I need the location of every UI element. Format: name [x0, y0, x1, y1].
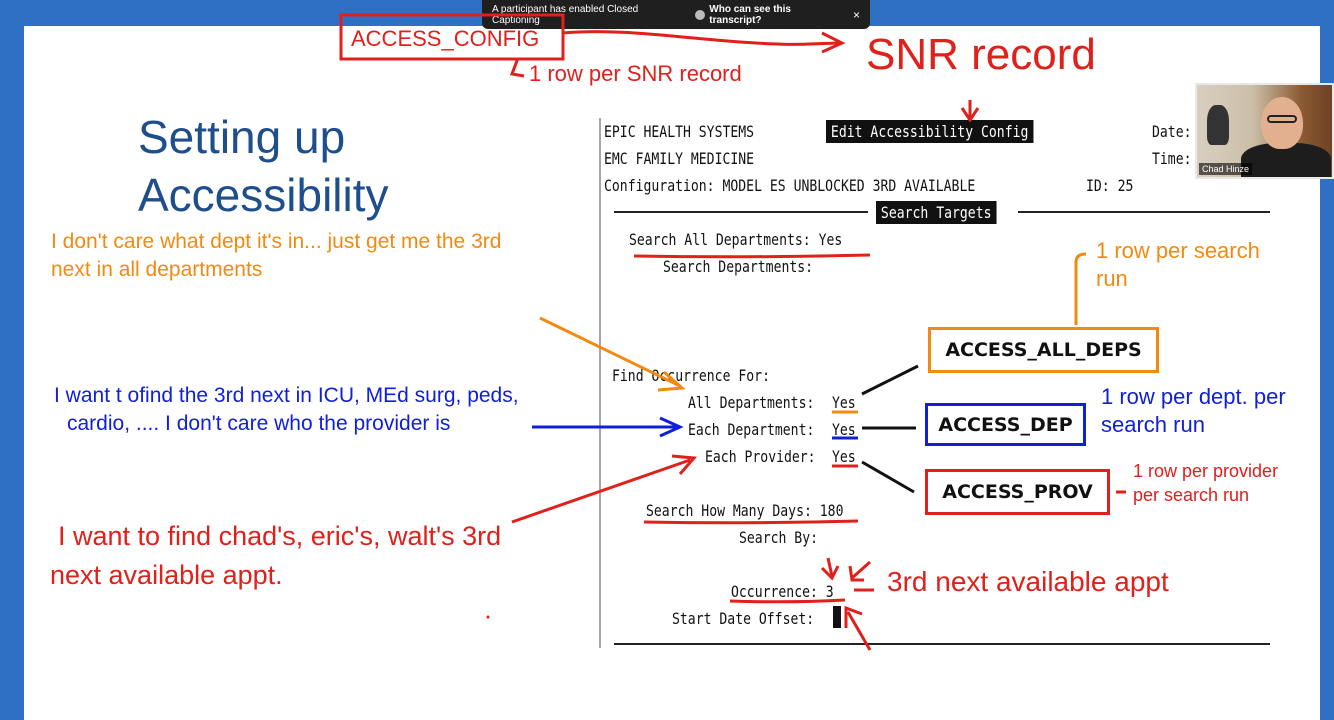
- occurrence-underline: [729, 598, 846, 604]
- terminal-each-prov-value[interactable]: Yes: [832, 447, 856, 466]
- edit-config-arrow: [960, 100, 980, 123]
- close-icon[interactable]: ×: [852, 7, 860, 22]
- terminal-section-title: Search Targets: [876, 201, 997, 224]
- caption-message: A participant has enabled Closed Caption…: [492, 3, 639, 26]
- participant-video[interactable]: Chad Hinze: [1195, 83, 1334, 179]
- red-arrow-head: [671, 454, 698, 475]
- icu-note-line1: I want t ofind the 3rd next in ICU, MEd …: [54, 384, 519, 407]
- slide-title-line2: Accessibility: [138, 169, 389, 221]
- transcript-visibility-link[interactable]: Who can see this transcript?: [695, 4, 845, 26]
- orange-bracket: [1074, 252, 1087, 325]
- occurrence-arrow-1: [820, 557, 840, 581]
- transcript-visibility-label: Who can see this transcript?: [709, 3, 791, 26]
- one-row-dept-line1: 1 row per dept. per: [1101, 384, 1286, 409]
- snr-arrow-line: [562, 30, 841, 46]
- slide-title-line1: Setting up: [138, 111, 346, 163]
- participant-name: Chad Hinze: [1199, 163, 1253, 175]
- one-row-dept-line2: search run: [1101, 412, 1205, 437]
- third-next-note: 3rd next available appt: [887, 566, 1169, 597]
- snr-arrow-head: [821, 31, 846, 54]
- terminal-company: EPIC HEALTH SYSTEMS: [604, 122, 755, 141]
- terminal-search-all-deps[interactable]: Search All Departments: Yes: [629, 230, 843, 249]
- access-dep-box: ACCESS_DEP: [925, 403, 1086, 446]
- participant-glasses: [1267, 115, 1297, 123]
- search-days-underline: [643, 519, 859, 525]
- terminal-each-dept-label: Each Department:: [688, 420, 815, 439]
- terminal-all-deps-value[interactable]: Yes: [832, 393, 856, 412]
- slide-title: Setting up Accessibility: [138, 108, 389, 224]
- connector-prov: [861, 460, 915, 494]
- chad-note-line2: next available appt.: [50, 560, 283, 590]
- terminal-search-deps[interactable]: Search Departments:: [663, 257, 814, 276]
- dept-note-line2: next in all departments: [51, 258, 263, 281]
- person-icon: [695, 9, 706, 20]
- one-row-prov-line1: 1 row per provider: [1133, 461, 1279, 481]
- terminal-header-title: Edit Accessibility Config: [826, 120, 1034, 143]
- one-row-search-line1: 1 row per search: [1096, 238, 1260, 263]
- access-config-box: [339, 13, 565, 61]
- participant-head: [1261, 97, 1303, 149]
- one-row-snr-note: 1 row per SNR record: [529, 61, 742, 86]
- access-config-label: ACCESS_CONFIG: [351, 26, 540, 51]
- snr-bracket: [509, 57, 525, 78]
- search-all-underline: [633, 253, 871, 259]
- terminal-config-line: Configuration: MODEL ES UNBLOCKED 3RD AV…: [604, 176, 976, 195]
- dept-note-line1: I don't care what dept it's in... just g…: [51, 230, 502, 253]
- terminal-date-label: Date:: [1152, 122, 1192, 141]
- terminal-each-prov-label: Each Provider:: [705, 447, 816, 466]
- text-cursor: [833, 606, 841, 628]
- terminal-start-offset[interactable]: Start Date Offset:: [672, 609, 815, 628]
- terminal-id: ID: 25: [1086, 176, 1134, 195]
- orange-arrow-head: [657, 370, 686, 392]
- access-prov-box: ACCESS_PROV: [925, 469, 1110, 515]
- slide: [24, 26, 1320, 720]
- terminal-department: EMC FAMILY MEDICINE: [604, 149, 755, 168]
- connector-all-deps: [861, 364, 919, 396]
- offset-arrow: [844, 605, 872, 651]
- icu-note-line2: cardio, .... I don't care who the provid…: [67, 412, 451, 435]
- access-all-deps-box: ACCESS_ALL_DEPS: [928, 327, 1159, 373]
- terminal-time-label: Time:: [1152, 149, 1192, 168]
- one-row-search-line2: run: [1096, 266, 1128, 291]
- orange-arrow-line: [539, 316, 681, 388]
- snr-record-label: SNR record: [866, 30, 1096, 79]
- terminal-search-by[interactable]: Search By:: [739, 528, 818, 547]
- red-arrow-line: [511, 458, 691, 524]
- terminal-occurrence[interactable]: Occurrence: 3: [731, 582, 834, 601]
- terminal-search-days[interactable]: Search How Many Days: 180: [646, 501, 844, 520]
- terminal-each-dept-value[interactable]: Yes: [832, 420, 856, 439]
- stray-dot: [486, 615, 490, 619]
- terminal-all-deps-label: All Departments:: [688, 393, 815, 412]
- blue-arrow-head: [659, 416, 684, 438]
- owl-decor: [1207, 105, 1229, 145]
- one-row-prov-line2: per search run: [1133, 485, 1250, 505]
- occurrence-arrow-2: [848, 560, 871, 582]
- chad-note-line1: I want to find chad's, eric's, walt's 3r…: [58, 521, 502, 551]
